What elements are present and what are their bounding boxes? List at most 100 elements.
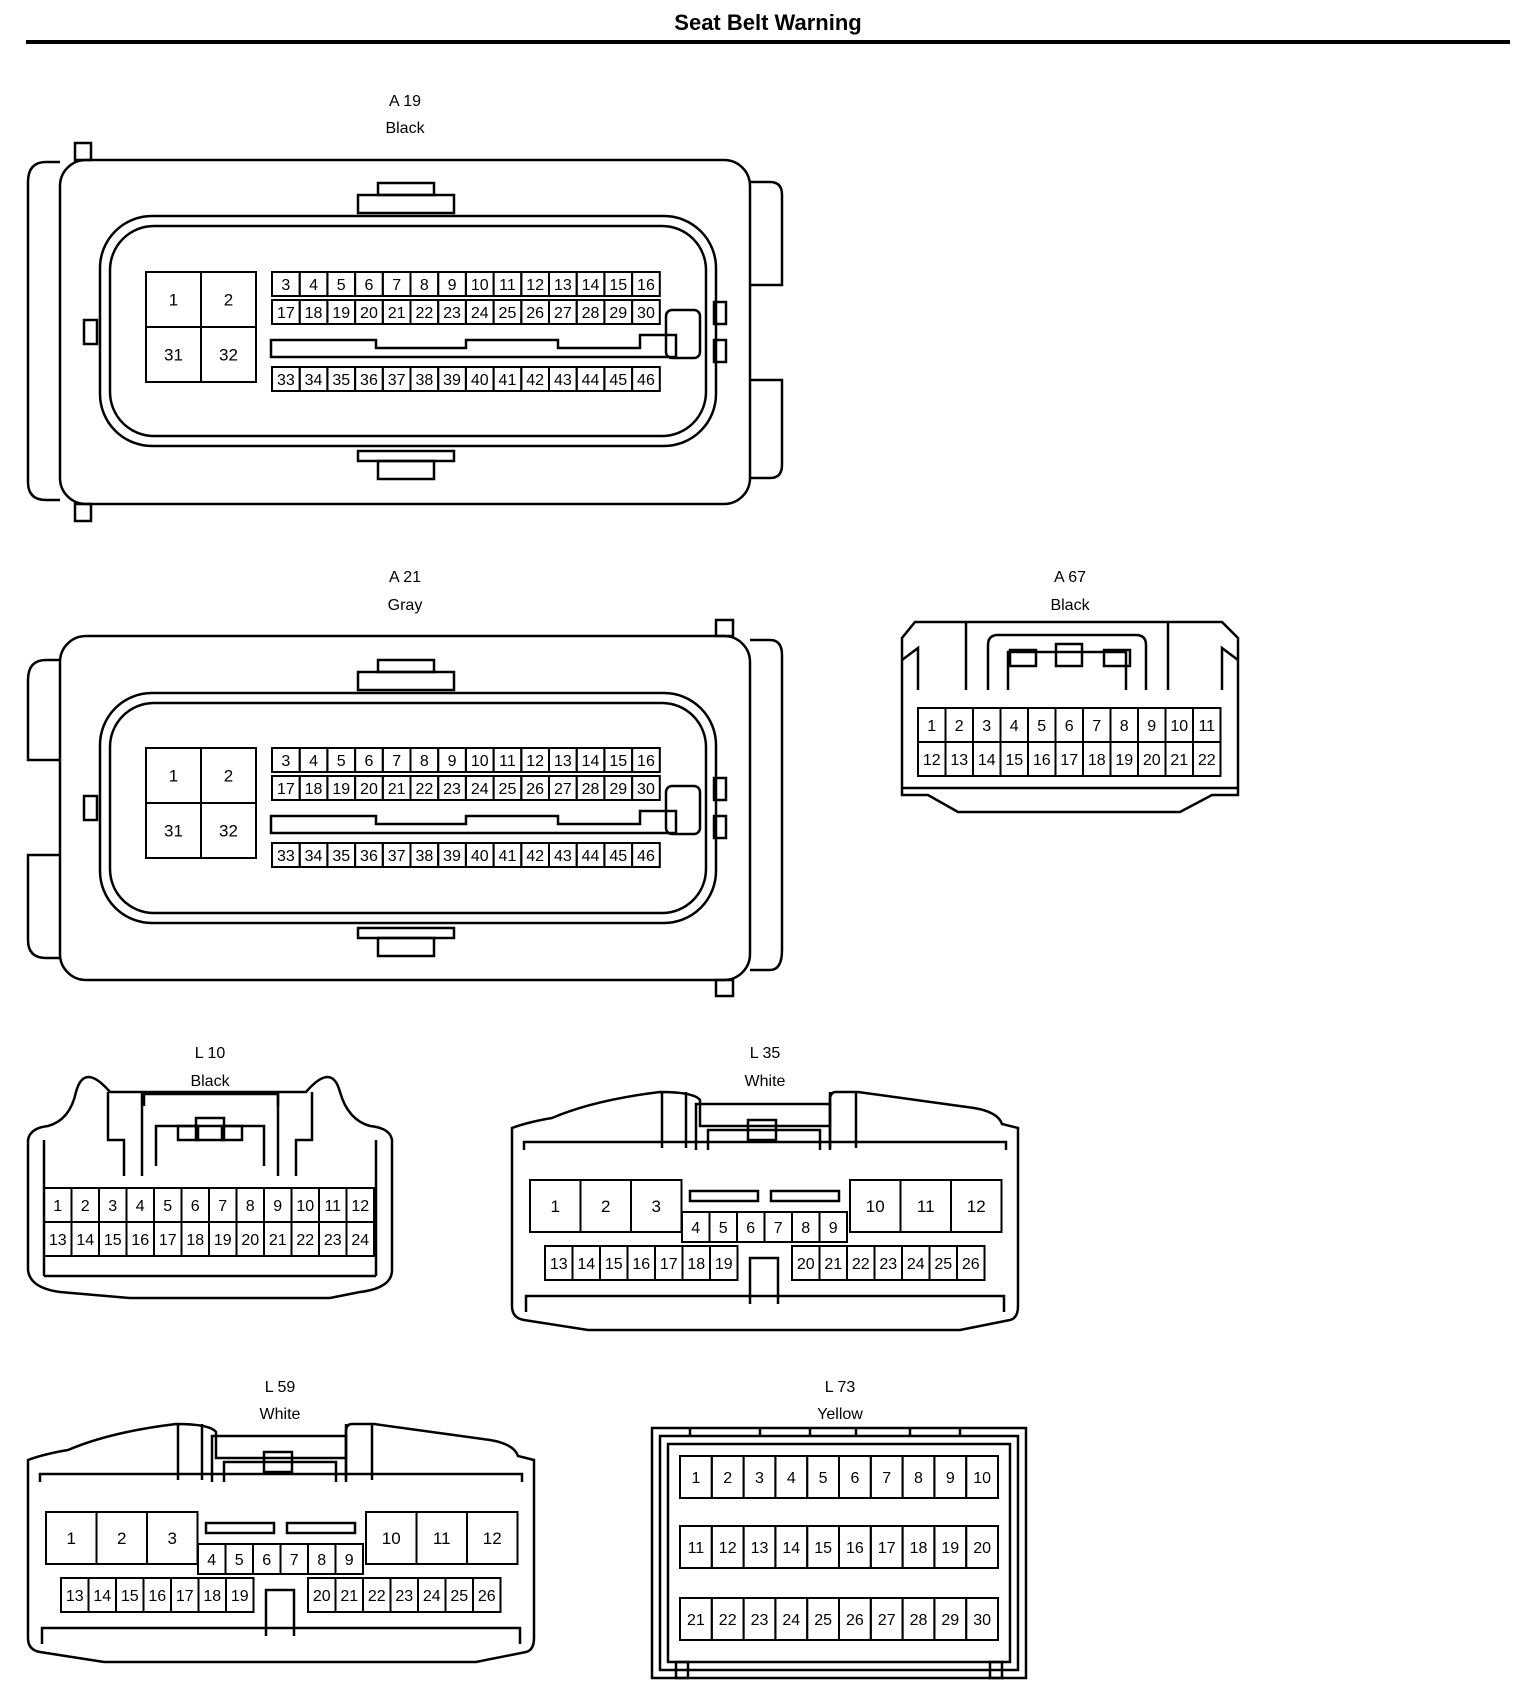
a19-pin-label-7: 7 bbox=[392, 277, 401, 294]
a21-pin-label-42: 42 bbox=[526, 848, 544, 865]
a19-color-label: Black bbox=[385, 120, 425, 137]
l35-pin-label-7: 7 bbox=[774, 1220, 783, 1237]
a21-pin-label-31: 31 bbox=[164, 822, 183, 841]
a19-pin-label-42: 42 bbox=[526, 372, 544, 389]
a19-pin-label-13: 13 bbox=[554, 277, 572, 294]
l35-pin-cell-3 bbox=[630, 1179, 683, 1233]
a67-pin-label-8: 8 bbox=[1120, 718, 1129, 735]
a67-pin-label-1: 1 bbox=[927, 718, 936, 735]
l10-pin-label-21: 21 bbox=[269, 1232, 287, 1249]
l73-pin-label-10: 10 bbox=[973, 1470, 991, 1487]
l73-pin-label-21: 21 bbox=[687, 1612, 705, 1629]
l35-pin-label-18: 18 bbox=[687, 1256, 705, 1273]
a19-pin-label-27: 27 bbox=[554, 305, 572, 322]
a19-pin-label-39: 39 bbox=[443, 372, 461, 389]
l35-pin-label-14: 14 bbox=[577, 1256, 595, 1273]
l59-pin-cell-9 bbox=[334, 1543, 364, 1575]
l73-pin-cell-20 bbox=[965, 1525, 1000, 1569]
a21-pin-label-20: 20 bbox=[360, 781, 378, 798]
a67-pin-label-18: 18 bbox=[1088, 752, 1106, 769]
a21-pin-label-13: 13 bbox=[554, 753, 572, 770]
l10-pin-label-20: 20 bbox=[241, 1232, 259, 1249]
a21-pin-label-17: 17 bbox=[277, 781, 295, 798]
a19-pin-cell-32 bbox=[200, 326, 257, 383]
l73-color-label: Yellow bbox=[817, 1406, 863, 1423]
l35-pin-label-4: 4 bbox=[691, 1220, 700, 1237]
a19-pin-label-46: 46 bbox=[637, 372, 655, 389]
l59-pin-label-7: 7 bbox=[290, 1552, 299, 1569]
a67-pin-label-11: 11 bbox=[1198, 718, 1215, 735]
l10-pin-label-1: 1 bbox=[53, 1198, 62, 1215]
a19-pin-label-5: 5 bbox=[337, 277, 346, 294]
a19-pin-label-18: 18 bbox=[305, 305, 323, 322]
a19-pin-label-4: 4 bbox=[309, 277, 318, 294]
a21-pin-label-36: 36 bbox=[360, 848, 378, 865]
l35-pin-label-6: 6 bbox=[746, 1220, 755, 1237]
a19-pin-label-6: 6 bbox=[364, 277, 373, 294]
l73-pin-label-13: 13 bbox=[751, 1540, 769, 1557]
a67-pin-label-4: 4 bbox=[1010, 718, 1019, 735]
a21-pin-label-11: 11 bbox=[499, 753, 516, 770]
l10-pin-label-8: 8 bbox=[246, 1198, 255, 1215]
l35-pin-label-25: 25 bbox=[934, 1256, 952, 1273]
a19-pin-label-3: 3 bbox=[281, 277, 290, 294]
l73-pin-label-23: 23 bbox=[751, 1612, 769, 1629]
l73-pin-label-4: 4 bbox=[787, 1470, 796, 1487]
a21-pin-label-4: 4 bbox=[309, 753, 318, 770]
l10-pin-label-12: 12 bbox=[351, 1198, 369, 1215]
l59-pin-label-4: 4 bbox=[207, 1552, 216, 1569]
l73-pin-label-8: 8 bbox=[914, 1470, 923, 1487]
a19-pin-label-28: 28 bbox=[582, 305, 600, 322]
l35-color-label: White bbox=[744, 1073, 786, 1090]
a67-pin-label-14: 14 bbox=[978, 752, 996, 769]
l10-pin-label-4: 4 bbox=[136, 1198, 145, 1215]
l10-pin-label-24: 24 bbox=[351, 1232, 369, 1249]
a19-pin-label-12: 12 bbox=[526, 277, 544, 294]
l10-pin-label-5: 5 bbox=[163, 1198, 172, 1215]
l10-pin-label-9: 9 bbox=[273, 1198, 282, 1215]
l59-pin-label-12: 12 bbox=[483, 1529, 502, 1548]
a21-pin-label-9: 9 bbox=[448, 753, 457, 770]
l73-pin-label-19: 19 bbox=[941, 1540, 959, 1557]
l10-pin-label-15: 15 bbox=[104, 1232, 122, 1249]
l10-pin-label-11: 11 bbox=[324, 1198, 341, 1215]
a21-pin-label-8: 8 bbox=[420, 753, 429, 770]
a67-pin-label-3: 3 bbox=[982, 718, 991, 735]
l35-code-label: L 35 bbox=[749, 1045, 781, 1062]
l59-code-label: L 59 bbox=[264, 1379, 296, 1396]
a21-pin-label-29: 29 bbox=[609, 781, 627, 798]
l59-pin-label-20: 20 bbox=[313, 1588, 331, 1605]
a67-pin-label-12: 12 bbox=[923, 752, 941, 769]
a19-pin-label-36: 36 bbox=[360, 372, 378, 389]
l10-pin-cell-24 bbox=[345, 1221, 375, 1257]
a19-pin-label-10: 10 bbox=[471, 277, 489, 294]
l73-pin-cell-10 bbox=[965, 1455, 1000, 1499]
a19-pin-label-21: 21 bbox=[388, 305, 406, 322]
a19-pin-label-23: 23 bbox=[443, 305, 461, 322]
l35-pin-label-26: 26 bbox=[962, 1256, 980, 1273]
l73-pin-label-29: 29 bbox=[941, 1612, 959, 1629]
a21-pin-label-44: 44 bbox=[582, 848, 600, 865]
l35-pin-cell-12 bbox=[950, 1179, 1003, 1233]
l10-pin-label-7: 7 bbox=[218, 1198, 227, 1215]
l35-housing bbox=[510, 1090, 1020, 1332]
l10-pin-label-6: 6 bbox=[191, 1198, 200, 1215]
a67-pin-label-9: 9 bbox=[1147, 718, 1156, 735]
l59-pin-label-16: 16 bbox=[148, 1588, 166, 1605]
l59-pin-cell-3 bbox=[146, 1511, 199, 1565]
l35-pin-label-19: 19 bbox=[715, 1256, 733, 1273]
l59-pin-label-17: 17 bbox=[176, 1588, 194, 1605]
a21-pin-label-30: 30 bbox=[637, 781, 655, 798]
a67-pin-label-17: 17 bbox=[1060, 752, 1078, 769]
l73-pin-label-7: 7 bbox=[882, 1470, 891, 1487]
l10-pin-label-18: 18 bbox=[186, 1232, 204, 1249]
l35-pin-label-8: 8 bbox=[801, 1220, 810, 1237]
l59-pin-label-6: 6 bbox=[262, 1552, 271, 1569]
l59-pin-label-18: 18 bbox=[203, 1588, 221, 1605]
l73-housing bbox=[650, 1426, 1028, 1680]
l73-pin-label-2: 2 bbox=[723, 1470, 732, 1487]
a19-pin-label-14: 14 bbox=[582, 277, 600, 294]
l10-pin-label-19: 19 bbox=[214, 1232, 232, 1249]
l59-pin-label-24: 24 bbox=[423, 1588, 441, 1605]
